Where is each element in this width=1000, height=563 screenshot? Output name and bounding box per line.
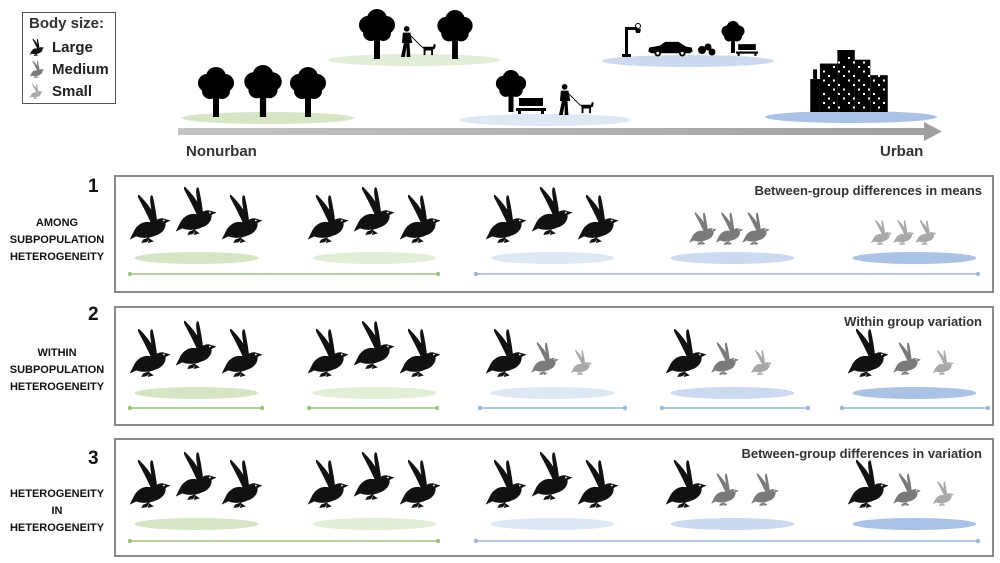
ground-ellipse [490, 518, 615, 530]
ground-ellipse [852, 387, 977, 399]
side-label-line: HETEROGENEITY [9, 522, 105, 534]
ground-ellipse [312, 252, 437, 264]
habitat-ellipse-suburb [459, 114, 631, 126]
car-icon [648, 41, 693, 57]
panel-heterogeneity-in-heterogeneity: Between-group differences in variation [114, 438, 994, 557]
range-line-end [985, 405, 991, 411]
panel-side-label: WITHIN SUBPOPULATION HETEROGENEITY [0, 345, 114, 396]
bench-icon [516, 98, 546, 114]
bird-icon [29, 60, 45, 78]
gradient-axis [178, 128, 926, 135]
nonurban-label: Nonurban [186, 143, 257, 160]
panel-1-drawing [127, 186, 981, 277]
panel-3-drawing [127, 451, 981, 544]
panel-2-drawing [127, 320, 991, 411]
range-line-end [805, 405, 811, 411]
legend-label: Small [52, 82, 93, 100]
side-label-line: IN [51, 505, 63, 517]
legend: Body size: Large Medium Small [22, 12, 116, 104]
side-label-line: AMONG [35, 217, 79, 229]
ground-ellipse [852, 252, 977, 264]
habitat-ellipse-street [602, 55, 774, 67]
range-line-end [127, 405, 133, 411]
legend-label: Large [52, 38, 93, 56]
exhaust-icon [698, 46, 706, 54]
tree-icon [357, 9, 397, 59]
urbanization-gradient [178, 9, 942, 141]
range-line-end [473, 271, 479, 277]
ground-ellipse [670, 387, 795, 399]
range-line-end [259, 405, 265, 411]
bird-icon [29, 83, 43, 99]
range-line-end [975, 271, 981, 277]
range-line-end [127, 271, 133, 277]
panel-side-label: AMONG SUBPOPULATION HETEROGENEITY [0, 215, 114, 266]
city-skyline-icon [810, 50, 890, 112]
tree-icon [196, 67, 236, 117]
exhaust-icon [708, 48, 716, 56]
panel-title: Within group variation [844, 314, 982, 329]
bench-icon [736, 44, 758, 56]
panel-number: 2 [88, 304, 99, 325]
range-line-end [975, 538, 981, 544]
side-label-line: HETEROGENEITY [9, 488, 105, 500]
side-label-line: SUBPOPULATION [9, 234, 105, 246]
range-line-end [435, 538, 441, 544]
panel-title: Between-group differences in means [754, 183, 982, 198]
ground-ellipse [490, 387, 615, 399]
ground-ellipse [490, 252, 615, 264]
range-line-end [477, 405, 483, 411]
habitat-ellipse-city [765, 111, 937, 123]
legend-title: Body size: [29, 15, 105, 32]
tree-icon [288, 67, 328, 117]
dog-walker-icon [400, 26, 437, 58]
range-line-end [306, 405, 312, 411]
bird-icon [29, 38, 45, 56]
panel-number: 1 [88, 176, 99, 197]
dog-walker-icon [558, 84, 595, 116]
habitat-ellipse-forest [182, 112, 354, 124]
side-label-line: WITHIN [37, 347, 77, 359]
exhaust-icon [704, 43, 712, 51]
range-line-end [839, 405, 845, 411]
legend-label: Medium [52, 60, 109, 78]
legend-item-large: Large [29, 37, 93, 57]
ground-ellipse [852, 518, 977, 530]
panels-drawing [127, 186, 991, 544]
legend-item-small: Small [29, 81, 92, 101]
panel-among-subpopulation: Between-group differences in means [114, 175, 994, 293]
panel-number: 3 [88, 448, 99, 469]
legend-item-medium: Medium [29, 59, 109, 79]
ground-ellipse [134, 252, 259, 264]
ground-ellipse [134, 518, 259, 530]
range-line-end [659, 405, 665, 411]
ground-ellipse [312, 387, 437, 399]
range-line-end [622, 405, 628, 411]
panel-title: Between-group differences in variation [741, 446, 982, 461]
gradient-arrowhead [924, 122, 942, 141]
ground-ellipse [134, 387, 259, 399]
range-line-end [473, 538, 479, 544]
side-label-line: SUBPOPULATION [9, 364, 105, 376]
ground-ellipse [312, 518, 437, 530]
streetlamp-icon [622, 22, 642, 58]
habitat-ellipse-park [328, 54, 500, 66]
tree-icon [435, 10, 475, 59]
range-line-end [435, 271, 441, 277]
range-line-end [127, 538, 133, 544]
ground-ellipse [670, 518, 795, 530]
ground-ellipse [670, 252, 795, 264]
panel-within-subpopulation: Within group variation [114, 306, 994, 426]
tree-icon [242, 65, 284, 117]
urban-label: Urban [880, 143, 924, 160]
side-label-line: HETEROGENEITY [9, 381, 105, 393]
side-label-line: HETEROGENEITY [9, 251, 105, 263]
panel-side-label: HETEROGENEITY IN HETEROGENEITY [0, 486, 114, 537]
range-line-end [434, 405, 440, 411]
